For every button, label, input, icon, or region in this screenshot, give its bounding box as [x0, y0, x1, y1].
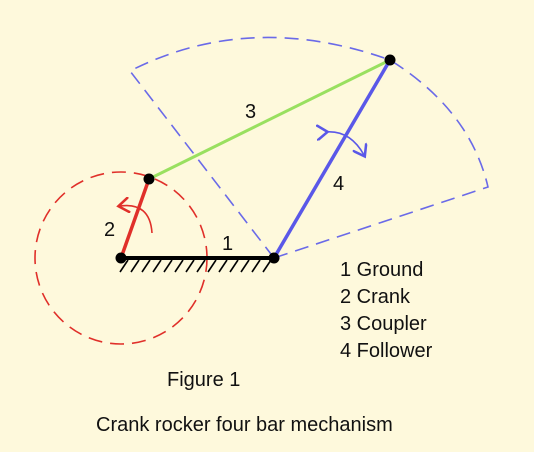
coupler-follower-joint [384, 54, 396, 66]
legend-item-crank: 2 Crank [340, 286, 411, 308]
follower-range-sector [128, 36, 489, 259]
crank-number-label: 2 [104, 219, 115, 241]
ground-number-label: 1 [222, 233, 233, 255]
follower-number-label: 4 [333, 173, 344, 195]
follower-oscillation-arrow [326, 132, 364, 155]
ground-crank-pivot [115, 252, 127, 264]
legend-item-coupler: 3 Coupler [340, 313, 427, 335]
follower-link [272, 59, 392, 259]
legend-item-ground: 1 Ground [340, 259, 423, 281]
legend: 1 Ground 2 Crank 3 Coupler 4 Follower [340, 259, 433, 362]
figure-label: Figure 1 [167, 369, 240, 391]
ground-link [119, 256, 274, 273]
coupler-link [148, 58, 391, 181]
crank-coupler-joint [143, 173, 155, 185]
caption: Crank rocker four bar mechanism [96, 414, 393, 436]
crank-rotation-arrow [120, 206, 153, 234]
ground-follower-pivot [268, 252, 280, 264]
crank-link [119, 178, 151, 259]
legend-item-follower: 4 Follower [340, 340, 433, 362]
coupler-number-label: 3 [245, 101, 256, 123]
ground-hatching [119, 259, 272, 273]
